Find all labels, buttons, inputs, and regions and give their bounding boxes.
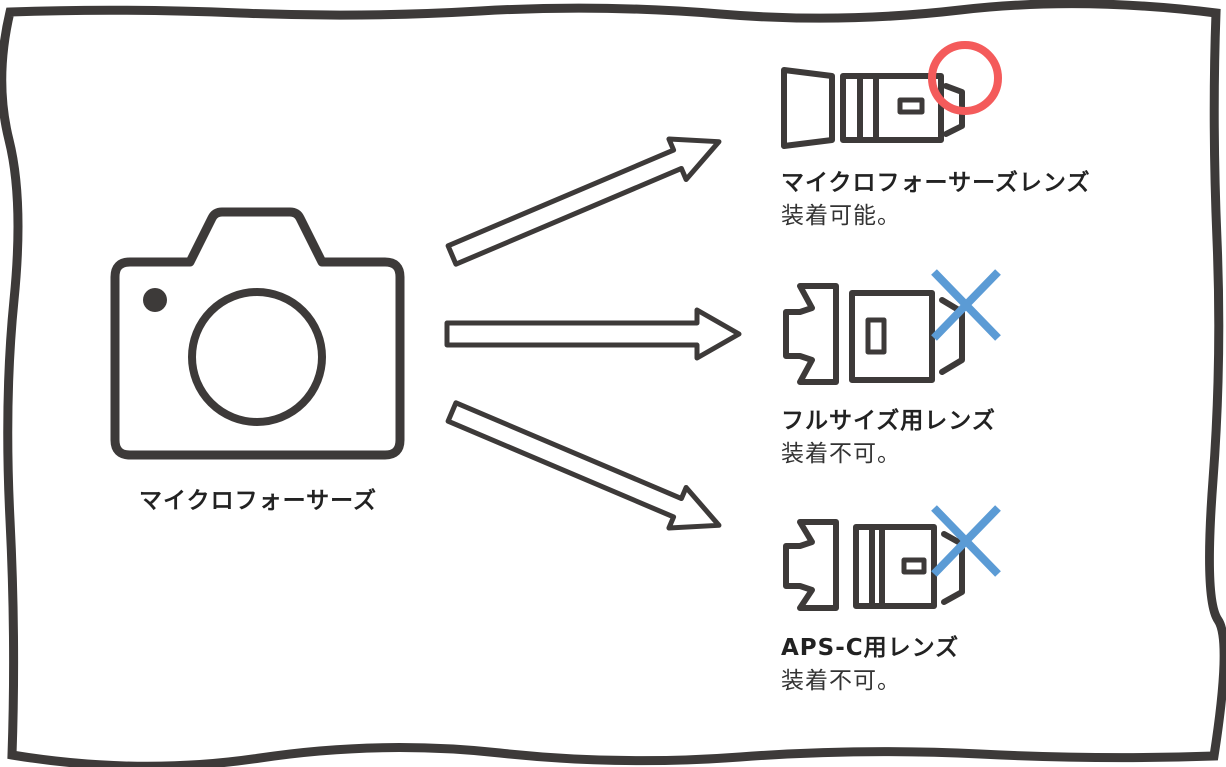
lens-name: マイクロフォーサーズレンズ [781,169,1090,196]
lens-status: 装着不可。 [781,441,901,467]
lens-name: APS-C用レンズ [781,634,959,661]
incompatible-cross-icon [931,269,1001,341]
lens-status: 装着不可。 [781,668,901,694]
arrow-to-apsc-lens [445,400,722,531]
camera-label: マイクロフォーサーズ [139,487,377,514]
compatible-circle-icon [928,41,1002,115]
lens-name: フルサイズ用レンズ [781,407,996,434]
camera-icon [110,207,405,460]
fullsize-lens-icon [783,283,965,385]
arrow-to-mft-lens [445,136,722,267]
apsc-lens-icon [783,519,965,611]
lens-status: 装着可能。 [781,203,901,229]
incompatible-cross-icon [931,505,1001,577]
arrow-to-fullsize-lens [444,307,742,361]
